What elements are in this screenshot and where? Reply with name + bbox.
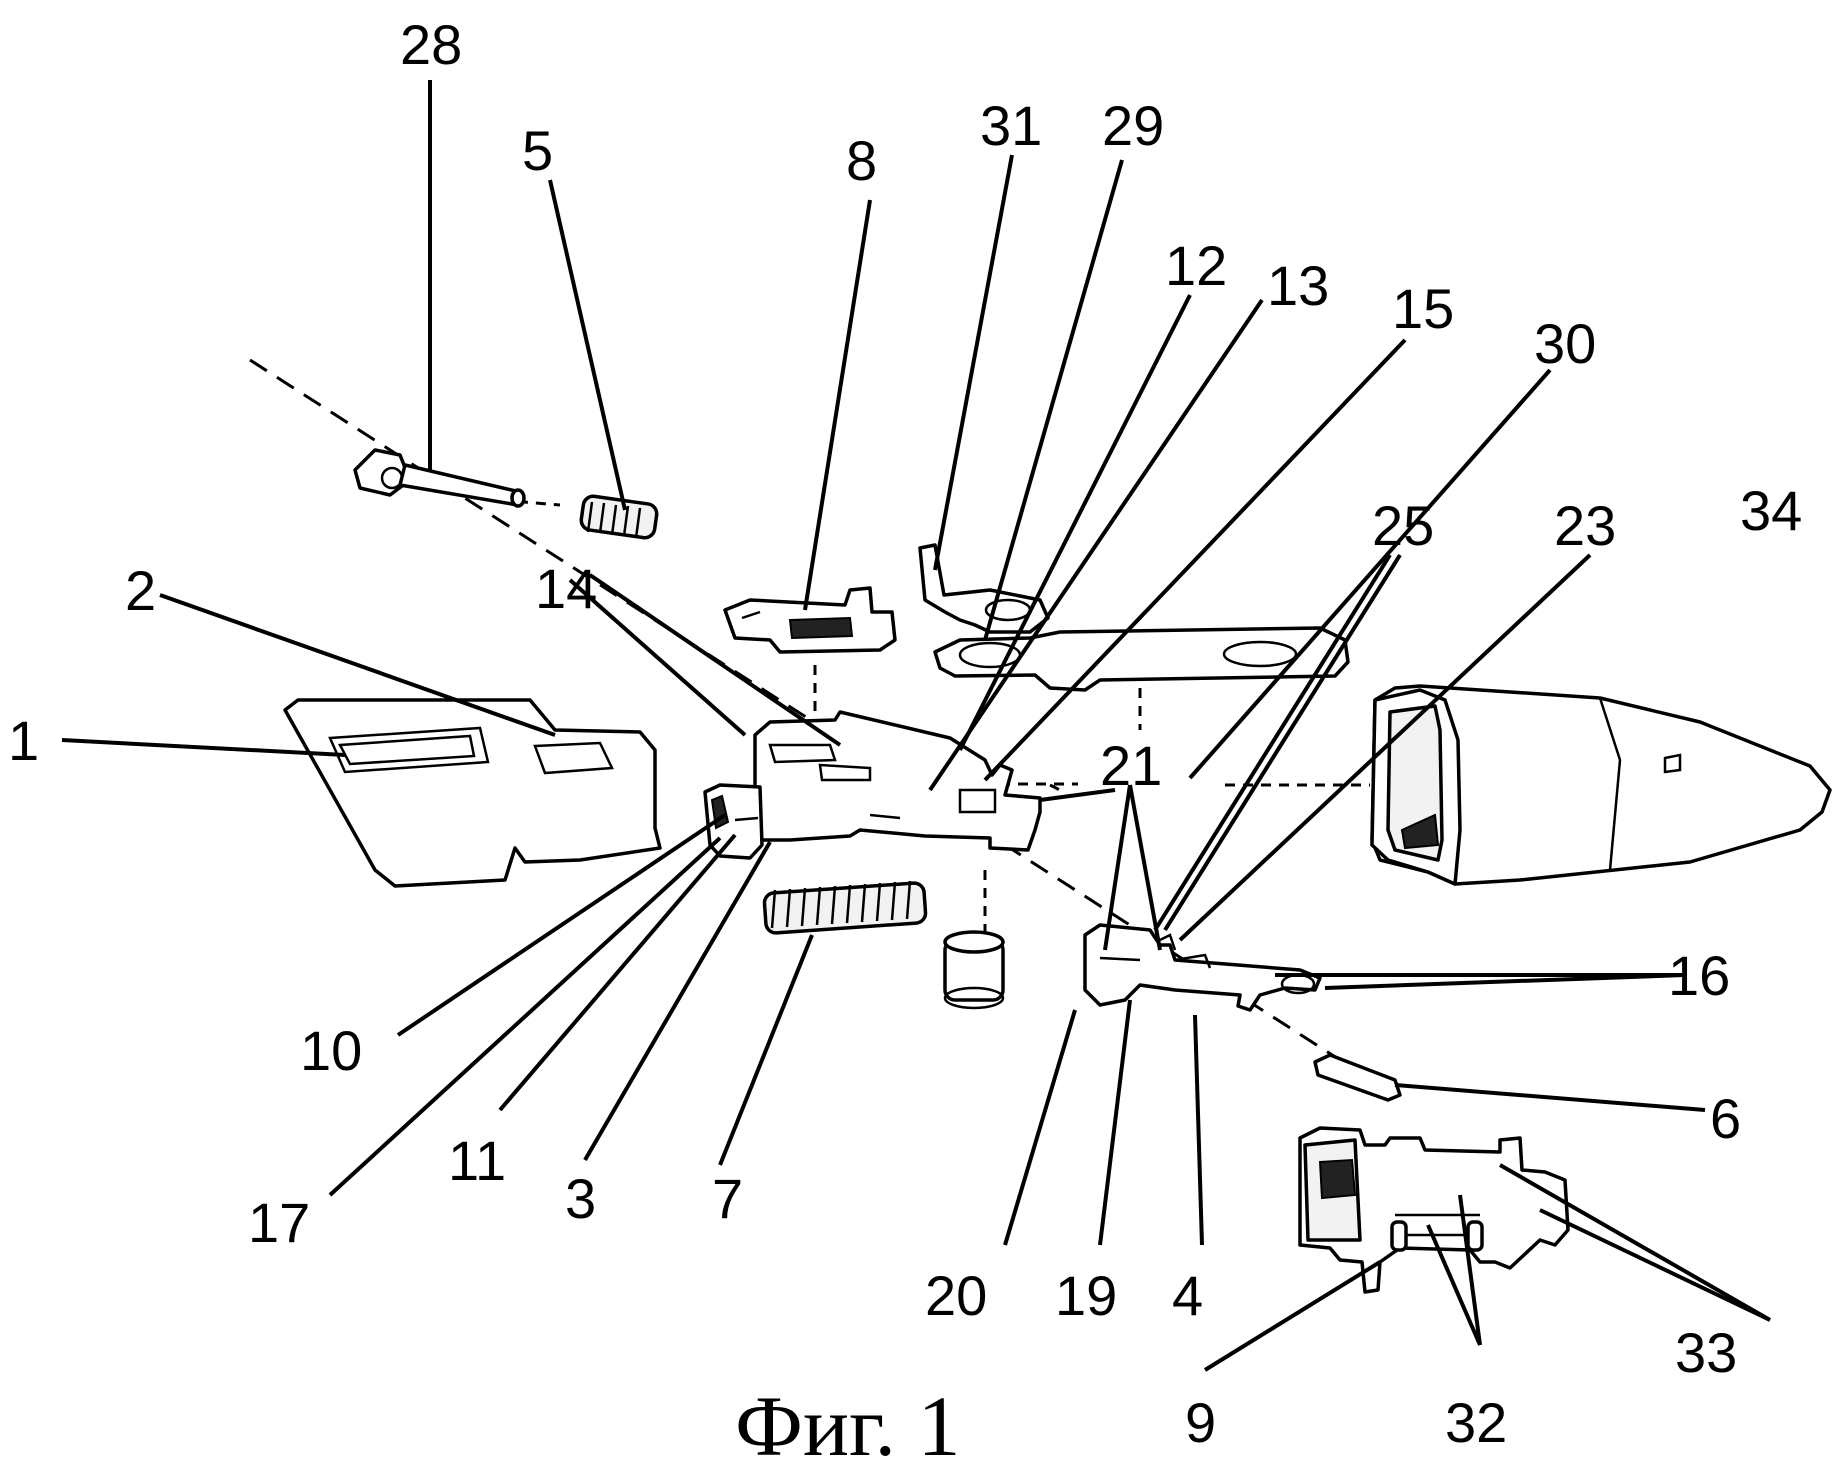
part-5-small-spring bbox=[579, 494, 659, 540]
label-17: 17 bbox=[248, 1191, 310, 1254]
label-7: 7 bbox=[712, 1167, 743, 1230]
part-6-pin bbox=[1313, 1053, 1402, 1102]
leader-lines bbox=[61, 80, 1771, 1372]
label-32: 32 bbox=[1445, 1391, 1507, 1454]
part-9-release-mechanism bbox=[1298, 1126, 1570, 1294]
label-11: 11 bbox=[448, 1129, 506, 1192]
part-3-main-body bbox=[703, 710, 1042, 860]
label-2: 2 bbox=[125, 559, 156, 622]
label-19: 19 bbox=[1055, 1264, 1117, 1327]
part-8-bracket bbox=[723, 586, 897, 654]
label-6: 6 bbox=[1710, 1087, 1741, 1150]
label-5: 5 bbox=[522, 119, 553, 182]
label-34: 34 bbox=[1740, 479, 1802, 542]
label-28: 28 bbox=[400, 13, 462, 76]
label-21: 21 bbox=[1100, 734, 1162, 797]
label-4: 4 bbox=[1172, 1264, 1203, 1327]
label-8: 8 bbox=[846, 129, 877, 192]
label-30: 30 bbox=[1534, 312, 1596, 375]
label-29: 29 bbox=[1102, 94, 1164, 157]
label-1: 1 bbox=[8, 709, 39, 772]
label-33: 33 bbox=[1675, 1321, 1737, 1384]
figure-caption: Фиг. 1 bbox=[735, 1378, 961, 1474]
part-28-pin bbox=[353, 448, 526, 508]
part-1-plate bbox=[283, 698, 662, 888]
part-labels: 28 5 8 31 29 12 13 15 30 25 23 34 2 14 1… bbox=[8, 13, 1802, 1454]
label-10: 10 bbox=[300, 1019, 362, 1082]
part-34-cover bbox=[1370, 684, 1832, 886]
label-31: 31 bbox=[980, 94, 1042, 157]
label-12: 12 bbox=[1165, 234, 1227, 297]
label-25: 25 bbox=[1372, 494, 1434, 557]
part-4-latch-lever bbox=[1083, 923, 1322, 1012]
bushing bbox=[943, 930, 1005, 1010]
label-9: 9 bbox=[1185, 1391, 1216, 1454]
label-20: 20 bbox=[925, 1264, 987, 1327]
label-14: 14 bbox=[535, 557, 597, 620]
label-23: 23 bbox=[1554, 494, 1616, 557]
label-15: 15 bbox=[1392, 277, 1454, 340]
label-16: 16 bbox=[1668, 944, 1730, 1007]
part-7-main-spring bbox=[762, 880, 928, 935]
label-3: 3 bbox=[565, 1167, 596, 1230]
label-13: 13 bbox=[1267, 254, 1329, 317]
